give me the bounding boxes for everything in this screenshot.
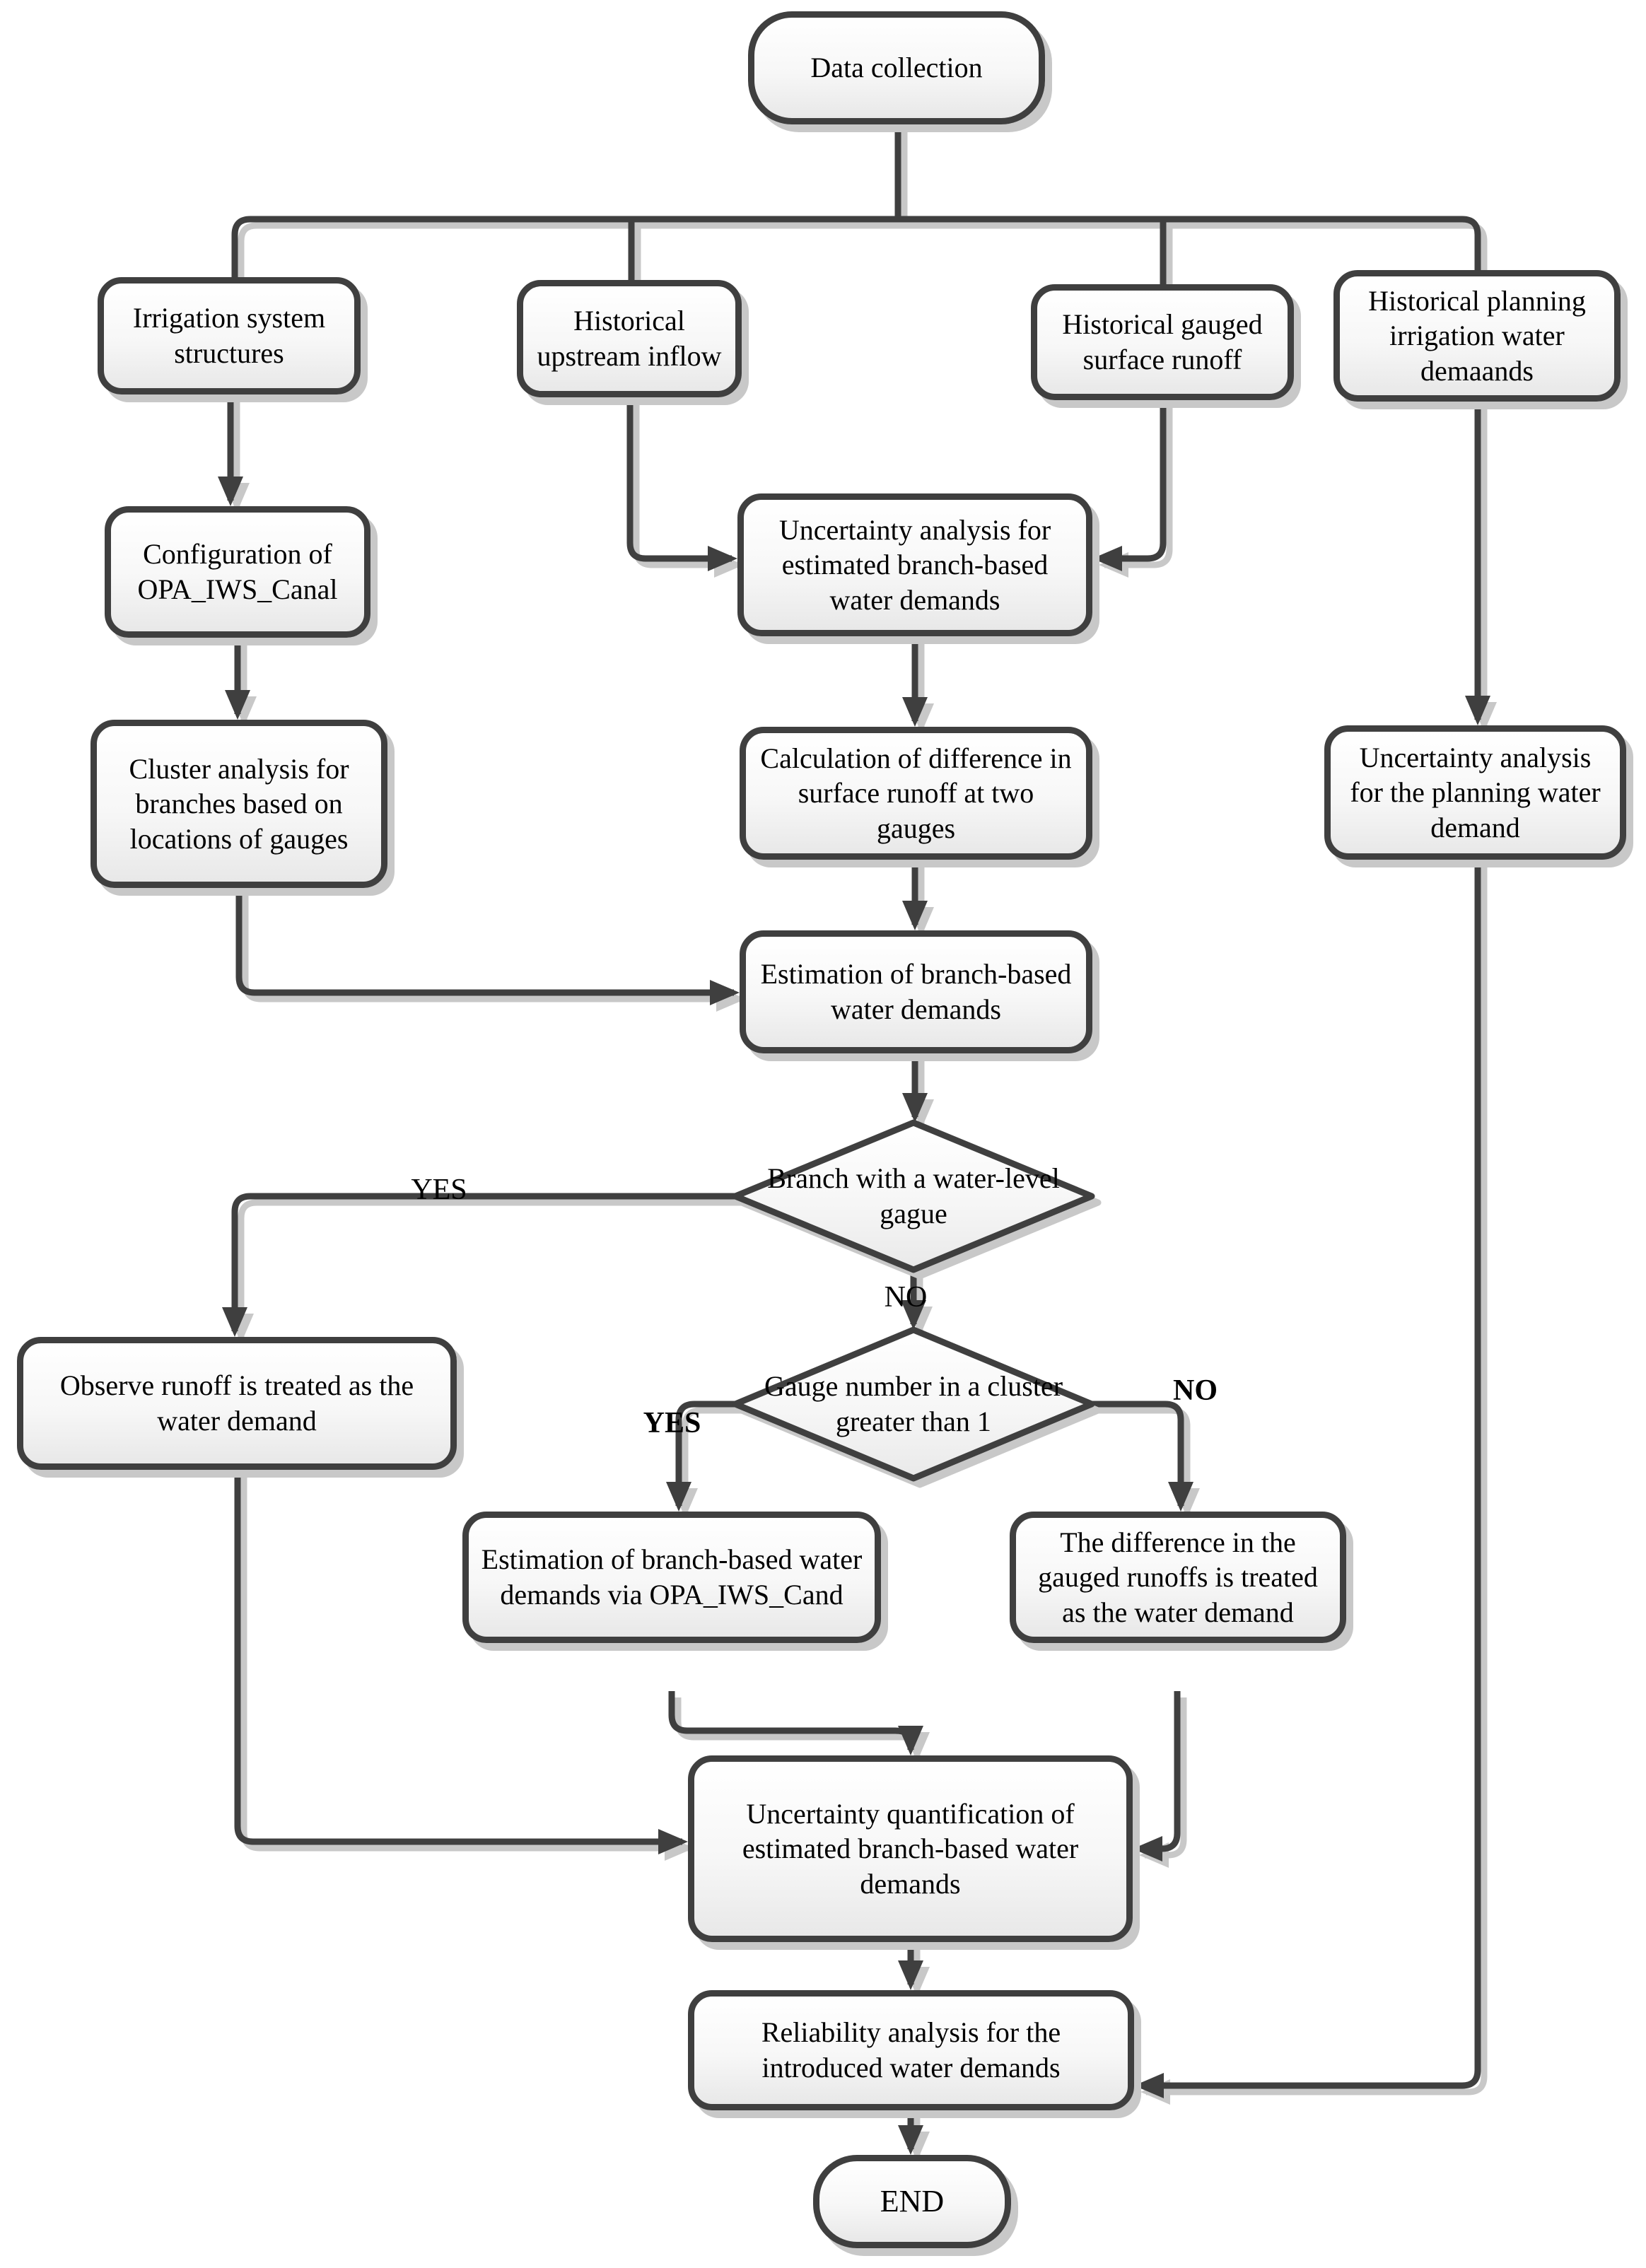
node-cluster-analysis: Cluster analysis for branches based on l… [91, 720, 387, 888]
node-historical-gauged-surface-runoff: Historical gauged surface runoff [1031, 284, 1294, 400]
node-irrigation-system-structures: Irrigation system structures [98, 277, 361, 394]
decision-gauge-number-shape [732, 1326, 1095, 1482]
branch-label-no-gauge-number: NO [1173, 1374, 1218, 1407]
node-estimation-via-opa: Estimation of branch-based water demands… [462, 1512, 881, 1643]
edge-observe-uncq [234, 1470, 688, 1854]
branch-label-yes-water-level: YES [411, 1174, 467, 1206]
decision-gauge-number-label: Gauge number in a cluster greater than 1 [764, 1370, 1063, 1437]
node-observe-runoff: Observe runoff is treated as the water d… [17, 1337, 457, 1470]
node-data-collection: Data collection [748, 11, 1045, 124]
node-reliability-analysis: Reliability analysis for the introduced … [688, 1990, 1134, 2110]
decision-branch-water-level-shape [732, 1119, 1095, 1273]
node-uncertainty-estimated-demands: Uncertainty analysis for estimated branc… [737, 493, 1092, 636]
branch-label-yes-gauge-number: YES [643, 1407, 701, 1439]
node-difference-gauged-runoffs: The difference in the gauged runoffs is … [1010, 1512, 1346, 1643]
node-historical-upstream-inflow: Historical upstream inflow [517, 280, 742, 397]
edge-diff-uncq [1133, 1691, 1181, 1861]
edge-decision1-yes-observe [222, 1193, 735, 1337]
edge-uncplan-reliability [1134, 860, 1481, 2098]
node-historical-planning-demands: Historical planning irrigation water dem… [1333, 270, 1621, 402]
node-configuration-opa-iws-canal: Configuration of OPA_IWS_Canal [105, 506, 370, 638]
node-calculation-difference: Calculation of difference in surface run… [740, 727, 1092, 860]
decision-branch-water-level-label: Branch with a water-level gague [767, 1162, 1060, 1229]
edge-decision2-no-diff [1092, 1401, 1193, 1512]
node-estimation-branch-demands: Estimation of branch-based water demands [740, 930, 1092, 1053]
node-uncertainty-planning-demand: Uncertainty analysis for the planning wa… [1324, 725, 1626, 860]
branch-label-no-water-level: NO [884, 1281, 928, 1314]
distribution-rail [231, 216, 1481, 277]
edge-decision2-yes-estopa [666, 1401, 735, 1512]
edge-gauged-uncest [1092, 400, 1167, 571]
edge-cluster-estimation [235, 888, 740, 1005]
edge-estopa-uncq [668, 1691, 923, 1755]
node-uncertainty-quantification: Uncertainty quantification of estimated … [688, 1755, 1133, 1942]
node-end: END [813, 2155, 1011, 2248]
edge-upstream-uncest [626, 397, 737, 571]
